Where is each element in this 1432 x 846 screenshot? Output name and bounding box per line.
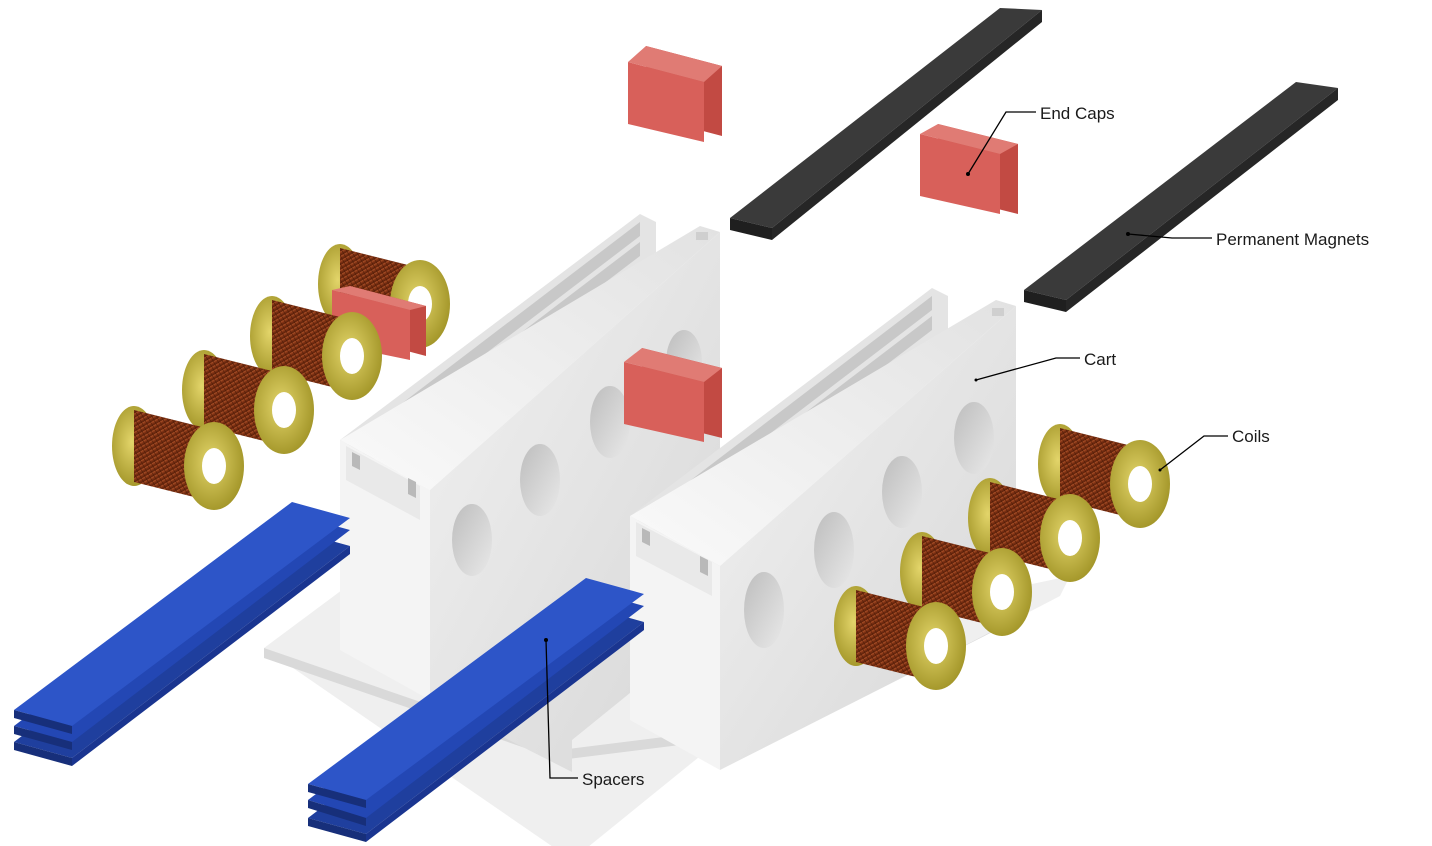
callout-end-caps: End Caps (966, 104, 1115, 176)
callout-cart: Cart (974, 350, 1116, 382)
end-cap-right (920, 124, 1018, 214)
cart-left-hole-1 (452, 504, 492, 576)
coil-right-2 (900, 532, 1032, 636)
callout-spacers: Spacers (544, 638, 644, 789)
coil-left-2 (182, 350, 314, 454)
cart-right-hole-1 (744, 572, 784, 648)
cart-right-hole-4 (954, 402, 994, 474)
label-cart: Cart (1084, 350, 1116, 369)
cart-left-hole-2 (520, 444, 560, 516)
coil-right-1 (834, 586, 966, 690)
label-coils: Coils (1232, 427, 1270, 446)
callout-permanent-magnets: Permanent Magnets (1126, 230, 1369, 249)
coil-left-1 (112, 406, 244, 510)
cart-right-hole-2 (814, 512, 854, 588)
label-permanent-magnets: Permanent Magnets (1216, 230, 1369, 249)
callout-coils: Coils (1158, 427, 1270, 472)
cart-right-hole-3 (882, 456, 922, 528)
spacer-stack-left (14, 502, 350, 766)
spacer-stack-middle (308, 578, 644, 842)
permanent-magnet-lower (1024, 82, 1338, 312)
cart-left-hole-3 (590, 386, 630, 458)
end-cap-middle (624, 348, 722, 442)
end-cap-top (628, 46, 722, 142)
permanent-magnet-upper (730, 8, 1042, 240)
label-end-caps: End Caps (1040, 104, 1115, 123)
label-spacers: Spacers (582, 770, 644, 789)
